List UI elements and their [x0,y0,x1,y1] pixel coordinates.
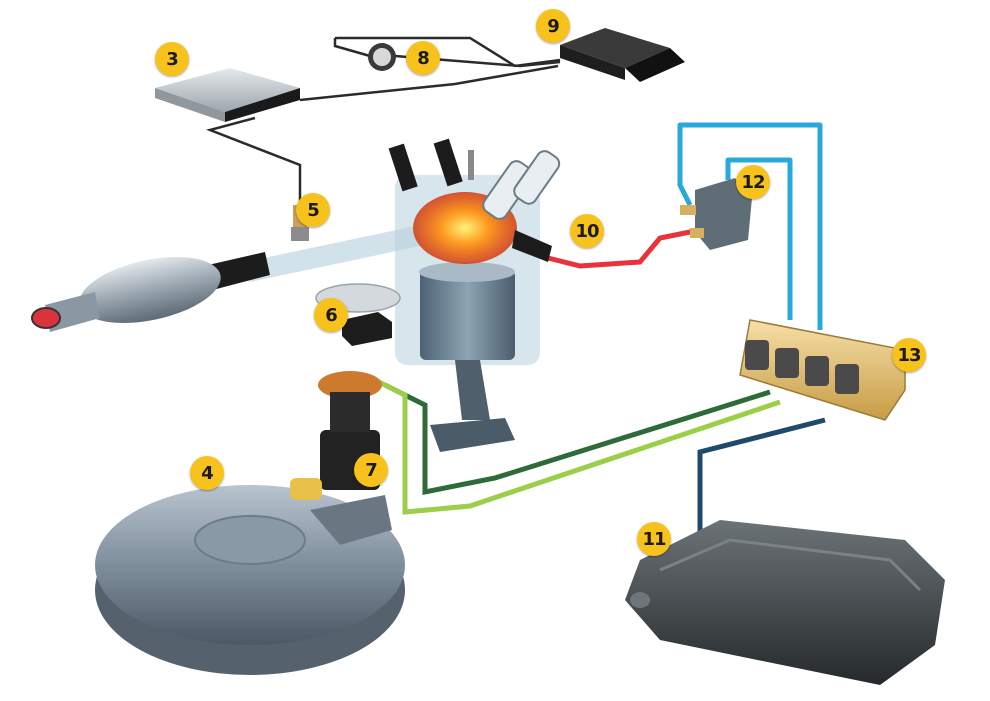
wire-gauge-ecu9 [335,36,561,68]
piston [420,270,515,360]
spark-plug [468,150,474,180]
connecting-rod [455,360,490,420]
petrol-tank-ridge [659,538,922,592]
blue-line-outer [677,122,823,330]
gas-filter-block [342,312,392,346]
navy-return-line [697,417,826,560]
ignition-coil-left [388,143,418,192]
petrol-tank-body [625,520,945,685]
lpg-tank-center-well [194,515,306,565]
petrol-ecu-top [560,28,670,68]
reducer-body [695,178,752,250]
callout-10: 10 [570,214,604,248]
gas-ecu-top [155,68,300,112]
engine-cutaway [388,138,561,452]
lpg-toroidal-tank [95,485,405,675]
multivalve-solenoid [290,478,322,500]
blue-line-inner [725,157,793,320]
petrol-ecu-front [560,45,625,80]
petrol-ecu-connector [625,48,685,82]
lpg-tank-valve-housing [310,495,392,545]
rail-injector-3 [805,356,829,386]
callout-13: 13 [892,338,926,372]
callout-8: 8 [406,41,440,75]
catalytic-converter [79,257,221,323]
gas-ecu-front [155,88,225,122]
callout-7: 7 [354,453,388,487]
dark-green-line [383,382,771,496]
injector-rail [739,319,906,421]
callout-5: 5 [296,193,330,227]
tailpipe-tip [31,307,61,329]
piston-crown [419,262,515,282]
lambda-sensor-thread [291,227,309,241]
rail-injector-1 [745,340,769,370]
multivalve [290,371,382,500]
petrol-ecu [560,28,685,82]
callout-11: 11 [637,522,671,556]
multivalve-neck [330,392,370,432]
wire-gauge-left [333,38,371,58]
callout-4: 4 [190,456,224,490]
exhaust-pipe [245,225,425,282]
vapour-lines [677,122,823,330]
reducer-fitting-left [680,205,696,215]
level-gauge [368,43,396,71]
callout-6: 6 [314,298,348,332]
wire-ecu3-lambda [205,116,302,205]
callout-12: 12 [736,165,770,199]
gas-injector [512,230,552,262]
level-gauge-face [373,48,391,66]
callout-3: 3 [155,42,189,76]
wire-ecu3-ecu9 [299,64,559,102]
rail-injector-4 [835,364,859,394]
rail-injector-2 [775,348,799,378]
petrol-tank [625,520,945,685]
petrol-tank-filler-neck [630,592,650,608]
intake-runner-2 [513,150,561,205]
gas-ecu-connector [225,88,300,122]
crankshaft [430,418,515,452]
light-green-line [373,377,781,515]
gas-ecu [155,68,300,122]
reducer-fitting-lower [690,228,704,238]
exhaust-system [31,225,425,332]
ignition-coil-right [433,138,463,187]
red-high-pressure-line [547,227,701,269]
pressure-reducer [680,178,752,250]
callout-9: 9 [536,9,570,43]
